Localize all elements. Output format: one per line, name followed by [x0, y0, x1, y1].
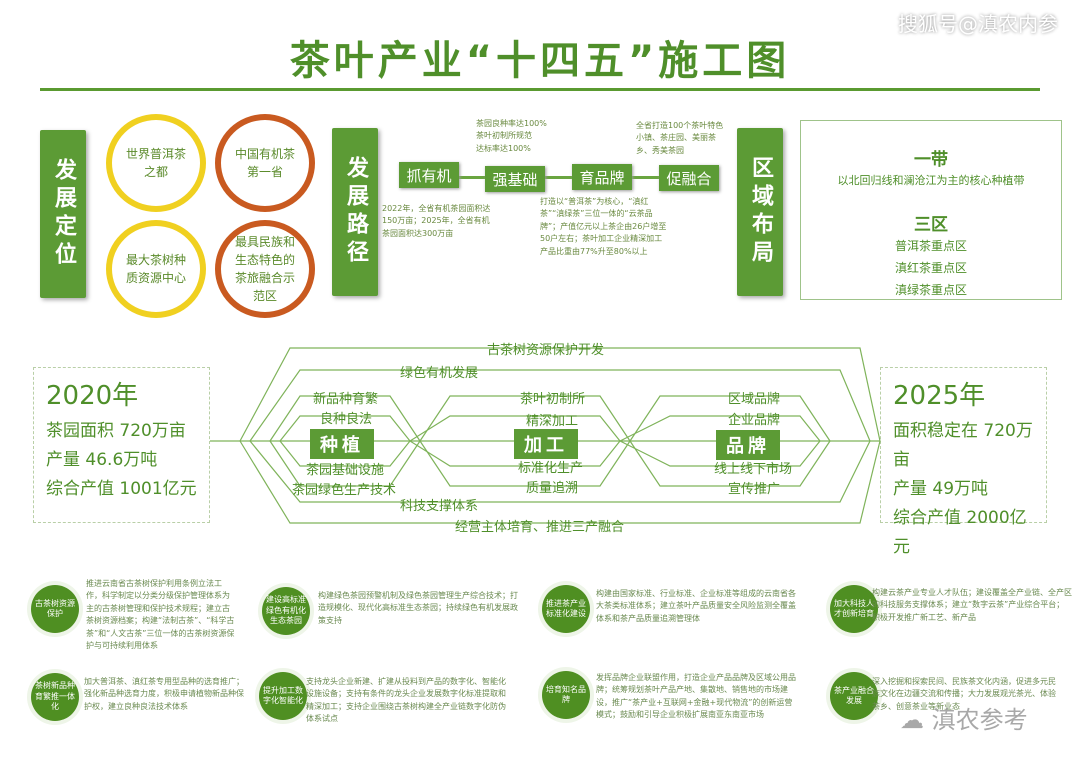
branding-item: 企业品牌 [728, 413, 781, 428]
positioning-label: 发展定位 [40, 130, 86, 298]
positioning-item: 最具民族和生态特色的茶旅融合示范区 [215, 220, 315, 318]
branding-item: 区域品牌 [728, 392, 781, 407]
positioning-item: 世界普洱茶之都 [106, 114, 206, 212]
zone: 滇红茶重点区 [894, 261, 967, 275]
planting-item: 良种良法 [320, 412, 373, 427]
measure-text: 构建由国家标准、行业标准、企业标准等组成的云南省各大茶类标准体系；建立茶叶产品质… [596, 589, 796, 623]
positioning-item: 中国有机茶第一省 [215, 114, 315, 212]
stat-line: 面积稳定在 720万亩 [893, 421, 1033, 470]
stat-year: 2025年 [893, 381, 986, 411]
stat-line: 产量 46.6万吨 [46, 450, 158, 470]
path-note-fusion: 全省打造100个茶叶特色小镇、茶庄园、美丽茶乡、秀美茶园 [636, 121, 724, 155]
planting-hub: 种植 [310, 429, 374, 459]
measure-badge: 古茶树资源保护 [31, 585, 79, 633]
measure-text: 加大普洱茶、滇红茶专用型品种的选育推广；强化新品种选育力度，积极申请植物新品种保… [84, 677, 244, 711]
measure-badge: 加大科技人才创新培育 [830, 585, 878, 633]
path-connector [430, 176, 690, 179]
planting-item: 茶园绿色生产技术 [292, 483, 397, 498]
path-note-organic: 2022年，全省有机茶园面积达150万亩；2025年，全省有机茶园面积达300万… [382, 204, 491, 238]
measure-badge: 培育知名品牌 [542, 671, 590, 719]
branding-item: 宣传推广 [728, 482, 781, 497]
measure-text: 深入挖掘和探索民间、民族茶文化内涵，促进多元民族文化在边疆交流和传播；大力发展观… [872, 677, 1056, 711]
stat-line: 综合产值 2000亿元 [893, 508, 1027, 557]
path-step-basics: 强基础 [485, 166, 545, 192]
measure-text: 推进云南省古茶树保护利用条例立法工作，科学制定以分类分级保护管理体系为主的古茶树… [86, 579, 235, 650]
flow-outer-label: 古茶树资源保护开发 [487, 343, 605, 358]
page-title: 茶叶产业“十四五”施工图 [289, 38, 791, 84]
flow-lines [210, 347, 881, 524]
stat-line: 综合产值 1001亿元 [46, 479, 197, 499]
belt-title: 一带 [914, 150, 948, 170]
region-layout-box: 一带 以北回归线和澜沧江为主的核心种植带 三区 普洱茶重点区 滇红茶重点区 滇绿… [800, 120, 1062, 300]
processing-item: 标准化生产 [518, 461, 584, 476]
flow-outer-label: 科技支撑体系 [400, 499, 479, 514]
measure-text: 构建云茶产业专业人才队伍；建设覆盖全产业链、全产区的科技服务支撑体系；建立“数字… [872, 588, 1072, 622]
measure-text: 构建绿色茶园预警机制及绿色茶园管理生产综合技术；打造规模化、现代化高标准生态茶园… [318, 591, 518, 625]
measure-badge: 提升加工数字化智能化 [259, 672, 307, 720]
path-note-brand: 打造以“普洱茶”为核心，“滇红茶”“滇绿茶”三位一体的“云茶品牌”；产值亿元以上… [540, 197, 667, 256]
measure-badge: 推进茶产业标准化建设 [542, 585, 590, 633]
stat-year: 2020年 [46, 381, 139, 411]
branding-item: 线上线下市场 [714, 462, 793, 477]
flow-outer-label: 绿色有机发展 [400, 366, 479, 381]
positioning-item: 最大茶树种质资源中心 [106, 220, 206, 318]
path-label: 发展路径 [332, 128, 378, 296]
planting-item: 新品种育繁 [313, 392, 379, 407]
stat-2025: 2025年 面积稳定在 720万亩 产量 49万吨 综合产值 2000亿元 [880, 367, 1047, 557]
wechat-watermark: ☁ 滇农参考 [900, 700, 1028, 735]
processing-item: 精深加工 [526, 414, 579, 429]
measure-text: 支持龙头企业新建、扩建从投料到产品的数字化、智能化设施设备；支持有条件的龙头企业… [306, 677, 506, 724]
watermark-text: 滇农参考 [931, 706, 1028, 734]
stat-2020: 2020年 茶园面积 720万亩 产量 46.6万吨 综合产值 1001亿元 [33, 367, 210, 523]
flow-outer-label: 经营主体培育、推进三产融合 [455, 520, 625, 535]
zones-title: 三区 [914, 215, 948, 235]
processing-item: 茶叶初制所 [520, 392, 586, 407]
processing-item: 质量追溯 [526, 481, 579, 496]
wechat-icon: ☁ [900, 706, 924, 734]
measure-badge: 茶产业融合发展 [830, 672, 878, 720]
measure-badge: 茶树新品种育繁推一体化 [31, 673, 79, 721]
zone: 普洱茶重点区 [894, 239, 967, 253]
path-step-brand: 育品牌 [572, 164, 632, 190]
stat-line: 产量 49万吨 [893, 479, 989, 499]
path-note-basics: 茶园良种率达100% 茶叶初制所规范 达标率达100% [476, 119, 547, 153]
processing-hub: 加工 [514, 429, 578, 459]
path-step-fusion: 促融合 [659, 165, 719, 191]
layout-label: 区域布局 [737, 128, 783, 296]
planting-item: 茶园基础设施 [306, 463, 385, 478]
branding-hub: 品牌 [716, 430, 780, 460]
belt-desc: 以北回归线和澜沧江为主的核心种植带 [837, 174, 1025, 187]
measure-badge: 建设高标准绿色有机化生态茶园 [262, 587, 310, 635]
zone: 滇绿茶重点区 [894, 283, 967, 297]
measure-text: 发挥品牌企业联盟作用，打造企业产品品牌及区域公用品牌；统筹规划茶叶产品产地、集散… [596, 673, 796, 720]
path-step-organic: 抓有机 [399, 162, 459, 188]
stat-line: 茶园面积 720万亩 [46, 421, 186, 441]
source-watermark: 搜狐号@滇农内参 [898, 12, 1058, 36]
title-divider [40, 88, 1040, 91]
